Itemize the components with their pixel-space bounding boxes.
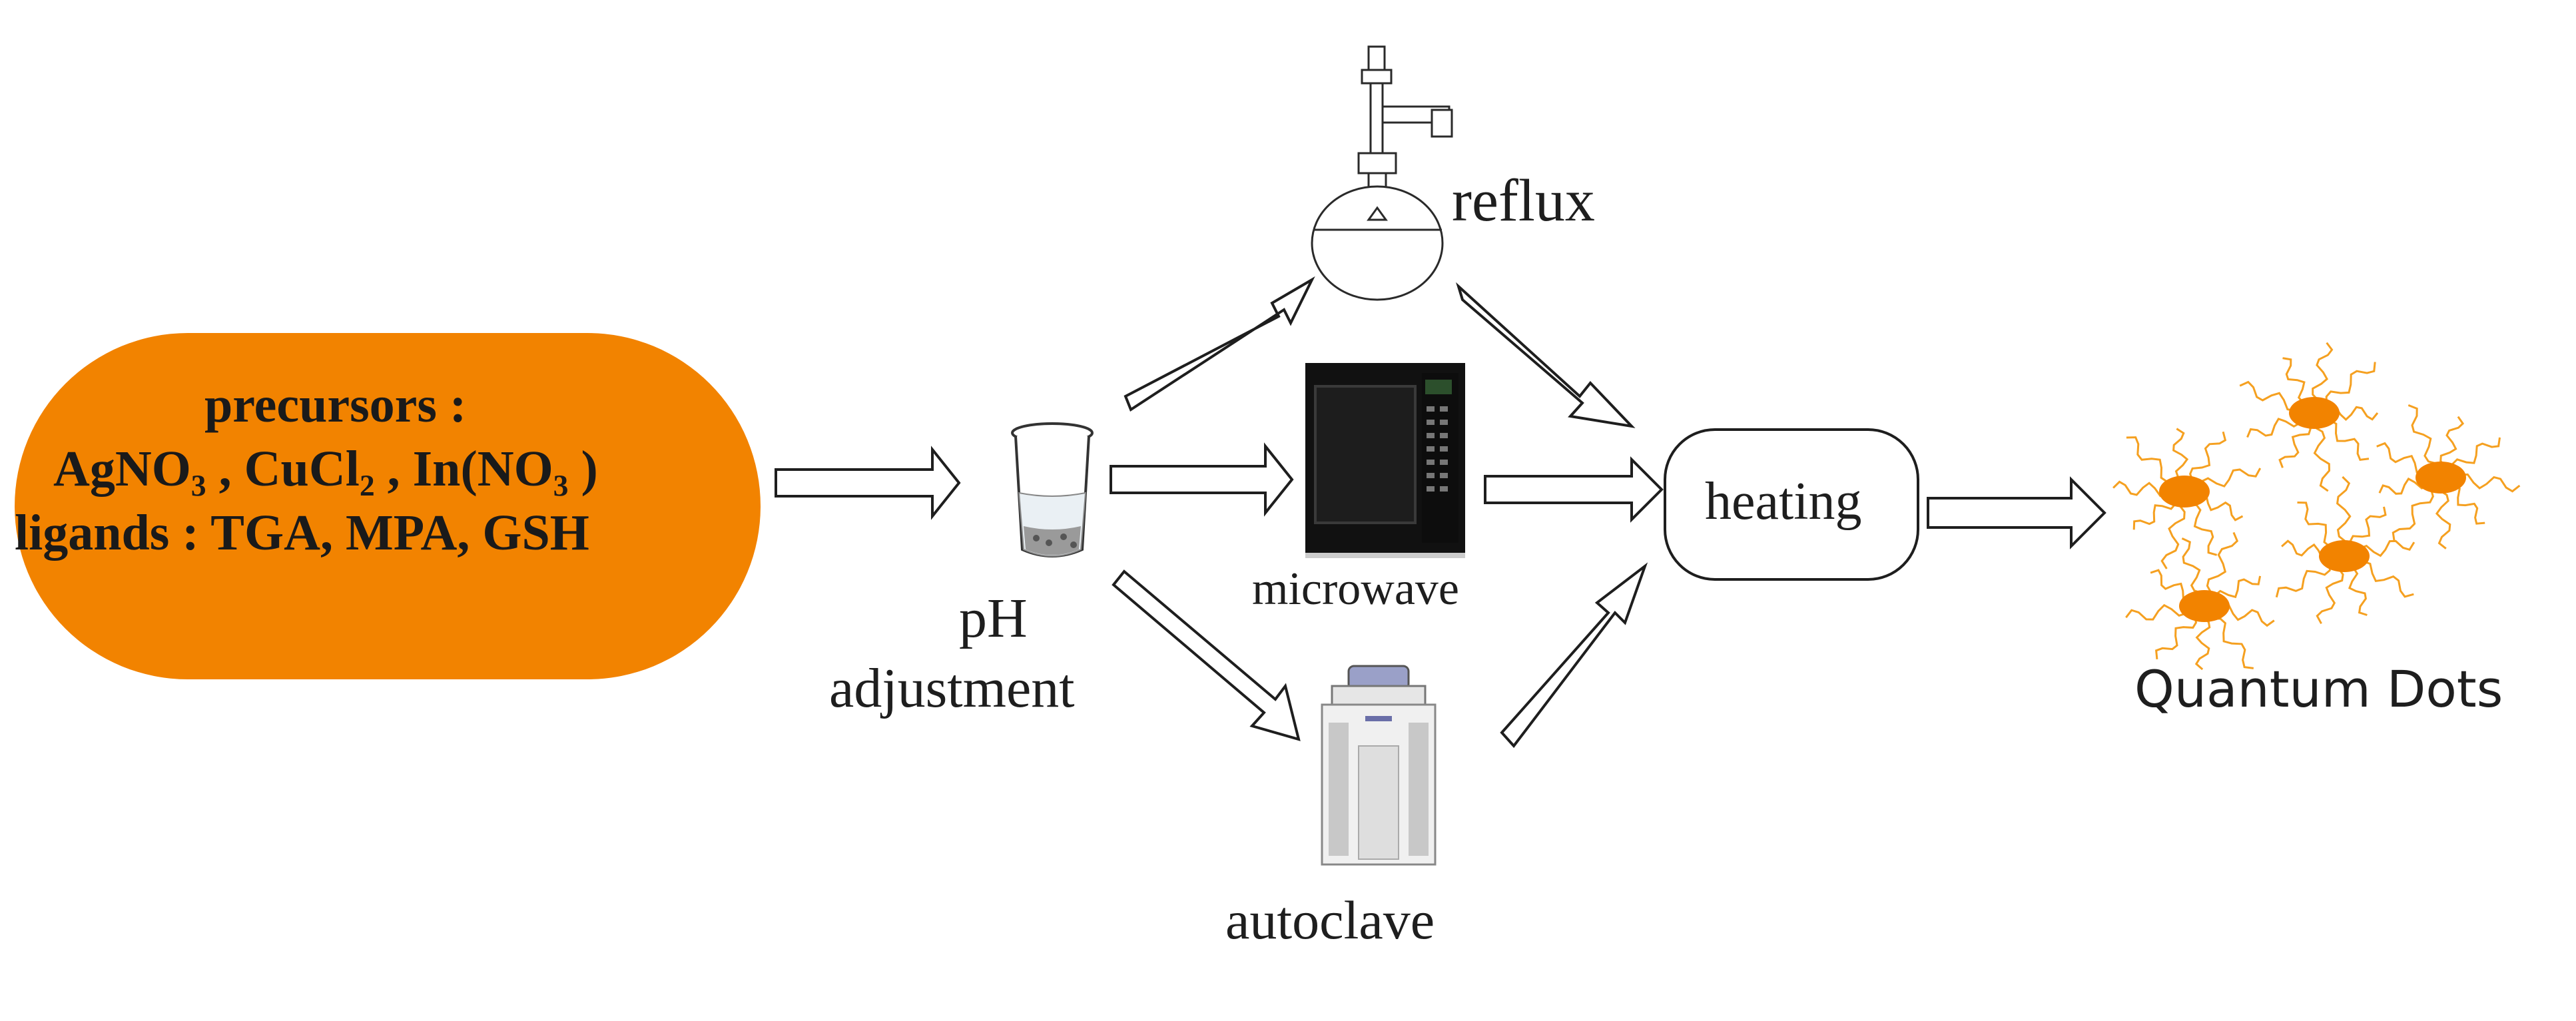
arrow-precursors-to-ph [775, 446, 961, 520]
heating-box [1664, 428, 1919, 581]
quantum-dots-label: Quantum Dots [2134, 659, 2503, 719]
microwave-label: microwave [1252, 563, 1459, 615]
precursors-box [15, 333, 761, 679]
quantum-dot [2289, 397, 2340, 429]
arrow-ph-to-microwave [1110, 442, 1294, 517]
precursors-title: precursors : [204, 377, 467, 433]
autoclave-label: autoclave [1225, 890, 1435, 950]
quantum-dot [2179, 590, 2230, 622]
arrow-autoclave-to-heating [1500, 562, 1648, 749]
quantum-dot [2415, 462, 2466, 494]
ph-label: pH [959, 587, 1028, 649]
beaker-icon [1011, 422, 1094, 557]
precursor-chemicals: AgNO₃ , CuCl₂ , In(NO₃ ) [53, 441, 598, 497]
quantum-dot [2319, 540, 2370, 572]
precursors-text: precursors : AgNO₃ , CuCl₂ , In(NO₃ ) li… [15, 373, 734, 565]
heating-label: heating [1705, 472, 1862, 531]
quantum-dots-illustration [2112, 342, 2521, 671]
autoclave-icon [1321, 665, 1437, 866]
reflux-apparatus-icon [1311, 45, 1453, 301]
reflux-label: reflux [1452, 168, 1595, 234]
arrow-reflux-to-heating [1456, 282, 1636, 428]
arrow-microwave-to-heating [1484, 456, 1664, 523]
ph-adjustment-label: adjustment [829, 657, 1075, 719]
ligands-list: ligands : TGA, MPA, GSH [15, 505, 589, 561]
arrow-heating-to-quantum-dots [1927, 476, 2106, 549]
quantum-dot [2159, 476, 2210, 508]
arrow-ph-to-autoclave [1112, 569, 1301, 741]
microwave-oven-icon [1305, 363, 1465, 558]
arrow-ph-to-reflux [1124, 276, 1315, 412]
